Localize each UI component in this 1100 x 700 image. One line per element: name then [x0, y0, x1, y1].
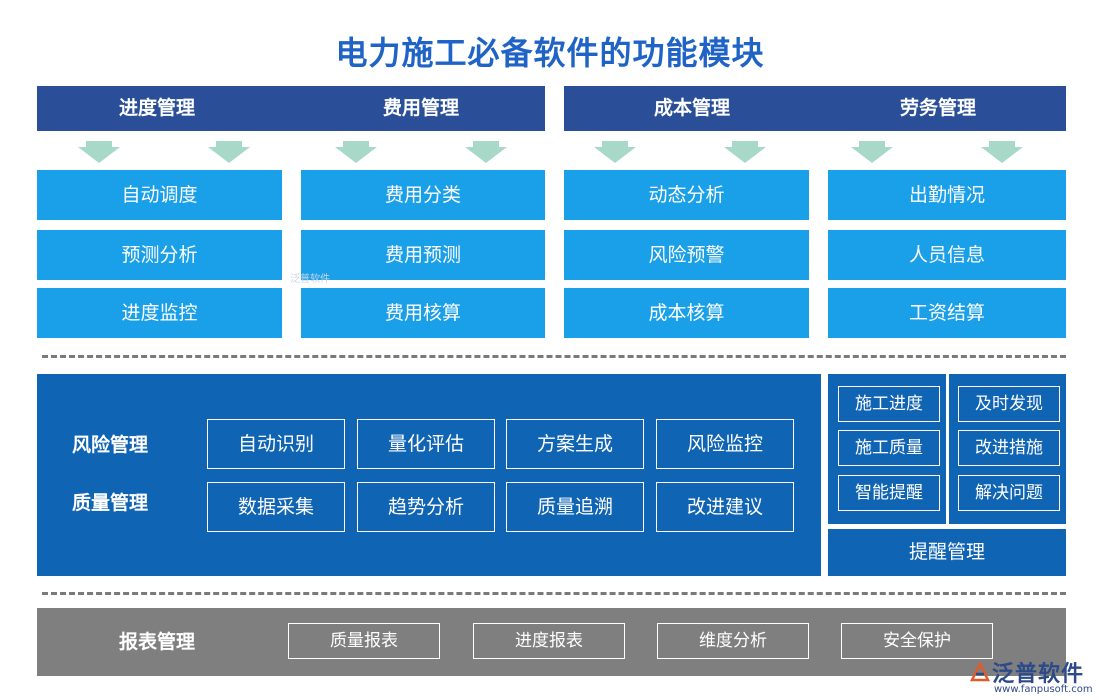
cell-dynamic-analysis: 动态分析 — [564, 170, 809, 220]
down-arrow-icon — [465, 141, 507, 163]
brand-name: 泛普软件 — [992, 662, 1085, 687]
down-arrow-icon — [851, 141, 893, 163]
cell-personnel-info: 人员信息 — [828, 230, 1066, 280]
box-improvement-suggestions: 改进建议 — [656, 482, 794, 532]
cell-auto-scheduling: 自动调度 — [37, 170, 282, 220]
cell-expense-forecast: 费用预测 — [301, 230, 545, 280]
risk-management-label: 风险管理 — [72, 434, 149, 456]
brand-logo-icon — [969, 661, 991, 682]
header-progress-management: 进度管理 — [118, 97, 195, 119]
brand-watermark: 泛普软件 www.fanpusoft.com — [968, 656, 1093, 696]
box-smart-reminder: 智能提醒 — [838, 475, 940, 511]
box-construction-progress: 施工进度 — [838, 386, 940, 422]
brand-url: www.fanpusoft.com — [994, 684, 1093, 695]
faint-watermark: 泛普软件 — [290, 274, 330, 285]
header-bar-right: 成本管理 劳务管理 — [564, 86, 1066, 131]
cell-forecast-analysis: 预测分析 — [37, 230, 282, 280]
box-quantitative-evaluation: 量化评估 — [357, 419, 495, 469]
quality-management-label: 质量管理 — [72, 492, 149, 514]
cell-expense-accounting: 费用核算 — [301, 288, 545, 338]
box-dimension-analysis: 维度分析 — [657, 623, 809, 659]
box-construction-quality: 施工质量 — [838, 430, 940, 466]
risk-quality-panel: 风险管理 质量管理 自动识别 量化评估 方案生成 风险监控 数据采集 趋势分析 … — [37, 374, 821, 576]
down-arrow-icon — [208, 141, 250, 163]
header-cost-control: 成本管理 — [653, 97, 730, 119]
header-labor-management: 劳务管理 — [899, 97, 976, 119]
down-arrow-icon — [335, 141, 377, 163]
box-timely-detection: 及时发现 — [958, 386, 1060, 422]
box-trend-analysis: 趋势分析 — [357, 482, 495, 532]
reminder-panel-divider — [946, 374, 949, 524]
down-arrow-icon — [78, 141, 120, 163]
box-auto-identify: 自动识别 — [207, 419, 345, 469]
down-arrow-icon — [724, 141, 766, 163]
box-quality-report: 质量报表 — [288, 623, 440, 659]
cell-risk-warning: 风险预警 — [564, 230, 809, 280]
box-solve-problems: 解决问题 — [958, 475, 1060, 511]
header-bar-left: 进度管理 费用管理 — [37, 86, 545, 131]
dashed-divider — [42, 355, 1066, 358]
box-data-collection: 数据采集 — [207, 482, 345, 532]
header-cost-management: 费用管理 — [382, 97, 459, 119]
box-security-protection: 安全保护 — [841, 623, 993, 659]
box-risk-monitoring: 风险监控 — [656, 419, 794, 469]
page-title: 电力施工必备软件的功能模块 — [335, 34, 765, 72]
reminder-management-label: 提醒管理 — [828, 529, 1066, 576]
dashed-divider — [42, 592, 1066, 595]
box-plan-generation: 方案生成 — [506, 419, 644, 469]
down-arrow-icon — [594, 141, 636, 163]
down-arrow-icon — [981, 141, 1023, 163]
report-management-bar: 报表管理 质量报表 进度报表 维度分析 安全保护 — [37, 608, 1066, 676]
cell-attendance: 出勤情况 — [828, 170, 1066, 220]
cell-expense-classification: 费用分类 — [301, 170, 545, 220]
cell-cost-accounting: 成本核算 — [564, 288, 809, 338]
cell-progress-monitoring: 进度监控 — [37, 288, 282, 338]
box-quality-traceability: 质量追溯 — [506, 482, 644, 532]
reminder-panel: 施工进度 施工质量 智能提醒 及时发现 改进措施 解决问题 — [828, 374, 1066, 524]
report-management-label: 报表管理 — [118, 631, 195, 653]
cell-salary-settlement: 工资结算 — [828, 288, 1066, 338]
box-improvement-measures: 改进措施 — [958, 430, 1060, 466]
box-progress-report: 进度报表 — [473, 623, 625, 659]
